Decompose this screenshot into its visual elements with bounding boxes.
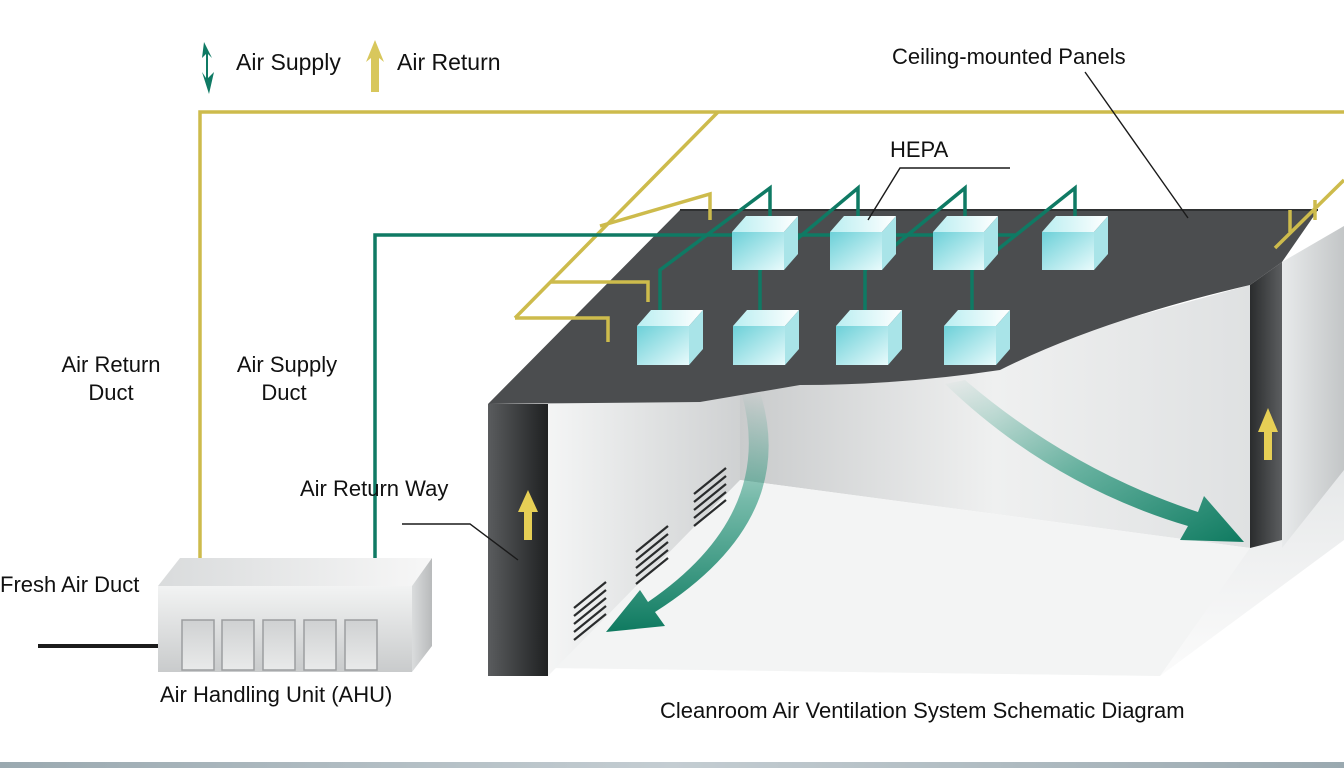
up-arrow-icon bbox=[366, 40, 384, 92]
fresh-air-duct-label: Fresh Air Duct bbox=[0, 572, 139, 597]
hepa-filter-box bbox=[830, 216, 896, 270]
hepa-filter-box bbox=[836, 310, 902, 365]
hepa-filter-box bbox=[933, 216, 998, 270]
airflow-arrow-left bbox=[606, 392, 769, 632]
return-arrow-left-wall bbox=[518, 490, 538, 540]
diagram-caption: Cleanroom Air Ventilation System Schemat… bbox=[660, 698, 1185, 723]
vent-grille bbox=[573, 581, 607, 641]
left-wall-front bbox=[488, 404, 548, 676]
right-side-wall bbox=[1282, 226, 1344, 548]
airflow-arrow-right bbox=[945, 380, 1244, 542]
right-wall-front bbox=[1250, 262, 1282, 548]
air-return-duct-label-line2: Duct bbox=[88, 380, 133, 405]
vent-grille bbox=[635, 525, 669, 585]
legend-return-label: Air Return bbox=[397, 49, 501, 75]
hepa-filter-box bbox=[637, 310, 703, 365]
vent-grille bbox=[693, 467, 727, 527]
hepa-filter-box bbox=[732, 216, 798, 270]
left-inner-wall bbox=[548, 390, 740, 676]
air-supply-duct-label-line1: Air Supply bbox=[237, 352, 337, 377]
hepa-filters bbox=[637, 216, 1108, 365]
air-supply-duct bbox=[373, 184, 1077, 572]
air-supply-duct-label-line2: Duct bbox=[261, 380, 306, 405]
ceiling-panels-label: Ceiling-mounted Panels bbox=[892, 44, 1126, 69]
return-arrow-right-wall bbox=[1258, 408, 1278, 460]
ahu-label: Air Handling Unit (AHU) bbox=[160, 682, 392, 707]
leader-lines bbox=[402, 71, 1189, 561]
air-handling-unit bbox=[158, 558, 432, 672]
hepa-filter-box bbox=[1042, 216, 1108, 270]
down-arrow-icon bbox=[202, 42, 214, 94]
air-return-way-label: Air Return Way bbox=[300, 476, 448, 501]
ahu-vent-slots bbox=[181, 619, 378, 671]
hepa-filter-box bbox=[733, 310, 799, 365]
bottom-edge-strip bbox=[0, 762, 1344, 768]
air-return-duct bbox=[198, 110, 1344, 578]
hepa-label: HEPA bbox=[890, 137, 949, 162]
legend-supply-label: Air Supply bbox=[236, 49, 341, 75]
air-return-duct-label-line1: Air Return bbox=[61, 352, 160, 377]
hepa-filter-box bbox=[944, 310, 1010, 365]
return-vent-grilles bbox=[573, 467, 727, 641]
